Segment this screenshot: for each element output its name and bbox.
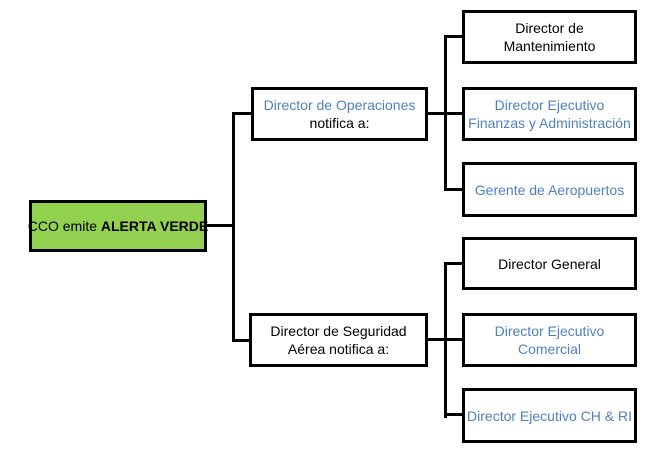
node-label-line1: Director Ejecutivo CH & RI <box>467 407 632 424</box>
connector-right-spine-top <box>444 35 447 191</box>
node-label-line1: Gerente de Aeropuertos <box>474 181 625 198</box>
connector-right-spine-bottom <box>444 262 447 418</box>
node-label-line1: Director de Operaciones <box>263 97 416 113</box>
connector-spine-to-seguridad <box>232 339 249 342</box>
node-label-line1: Director de <box>515 20 584 36</box>
node-label-line1: Director Ejecutivo <box>494 323 605 339</box>
node-label-line1: Director Ejecutivo <box>494 97 605 113</box>
node-director-comercial: Director Ejecutivo Comercial <box>462 313 637 367</box>
connector-left-spine <box>232 112 235 342</box>
node-label-normal: CCO emite <box>27 218 97 234</box>
node-label-line2: Mantenimiento <box>503 38 596 54</box>
node-director-ch-ri: Director Ejecutivo CH & RI <box>462 388 637 443</box>
node-director-mantenimiento: Director de Mantenimiento <box>462 10 637 64</box>
node-label-bold: ALERTA VERDE <box>100 218 209 234</box>
node-director-general: Director General <box>462 237 637 290</box>
node-director-seguridad-aerea: Director de Seguridad Aérea notifica a: <box>249 313 428 367</box>
node-label-line2: Aérea notifica a: <box>287 341 390 357</box>
node-label-line1: Director de Seguridad <box>270 323 407 339</box>
node-director-finanzas-administracion: Director Ejecutivo Finanzas y Administra… <box>462 87 637 141</box>
node-label-line2: notifica a: <box>309 115 370 131</box>
node-label-line2: Finanzas y Administración <box>468 115 631 131</box>
node-label-line1: Director General <box>498 255 601 272</box>
connector-spine-to-operaciones <box>232 112 251 115</box>
connector-stub-ch-ri <box>444 413 462 416</box>
node-gerente-aeropuertos: Gerente de Aeropuertos <box>462 162 637 217</box>
connector-stub-director-general <box>444 262 462 265</box>
node-director-operaciones: Director de Operaciones notifica a: <box>251 87 428 141</box>
node-cco-emite-alerta-verde: CCO emite ALERTA VERDE <box>28 200 208 252</box>
connector-root-to-left-spine <box>207 224 234 227</box>
node-label-line2: Comercial <box>517 341 581 357</box>
node-label: CCO emite ALERTA VERDE <box>28 217 208 235</box>
connector-stub-mantenimiento <box>444 35 462 38</box>
connector-stub-aeropuertos <box>444 188 462 191</box>
